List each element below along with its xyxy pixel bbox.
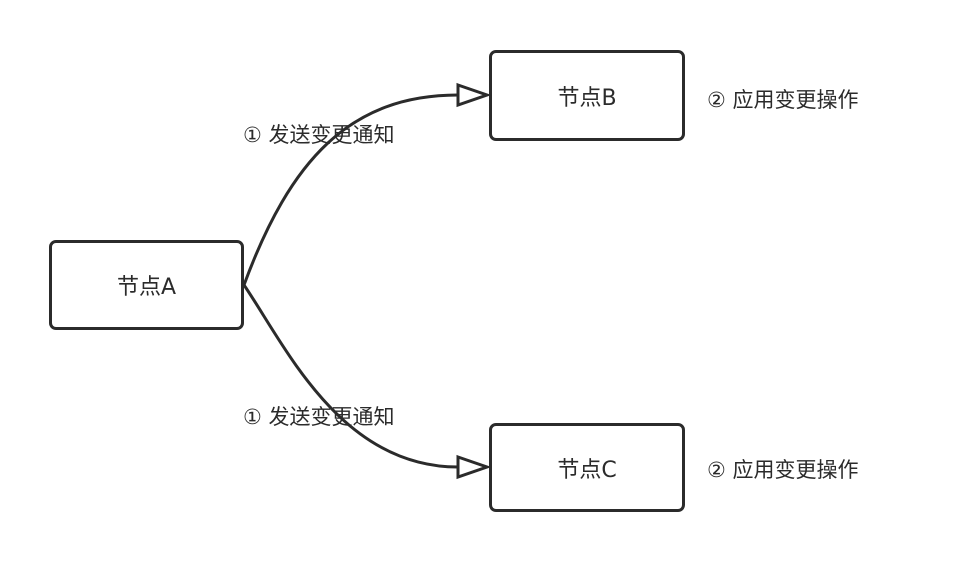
- node-b-label: 节点B: [557, 85, 617, 111]
- annotation-node-b: ② 应用变更操作: [707, 88, 859, 112]
- node-b[interactable]: 节点B: [489, 50, 685, 141]
- arrowhead-c: [456, 454, 492, 480]
- node-c[interactable]: 节点C: [489, 423, 685, 512]
- annotation-node-c: ② 应用变更操作: [707, 458, 859, 482]
- node-a[interactable]: 节点A: [49, 240, 244, 330]
- edge-label-a-to-b: ① 发送变更通知: [243, 123, 395, 147]
- node-a-label: 节点A: [116, 275, 177, 300]
- node-c-label: 节点C: [557, 457, 617, 483]
- edge-a-to-b: [242, 93, 459, 286]
- edge-label-a-to-c: ① 发送变更通知: [243, 405, 395, 429]
- arrowhead-b: [456, 82, 492, 108]
- edge-a-to-c: [242, 284, 459, 469]
